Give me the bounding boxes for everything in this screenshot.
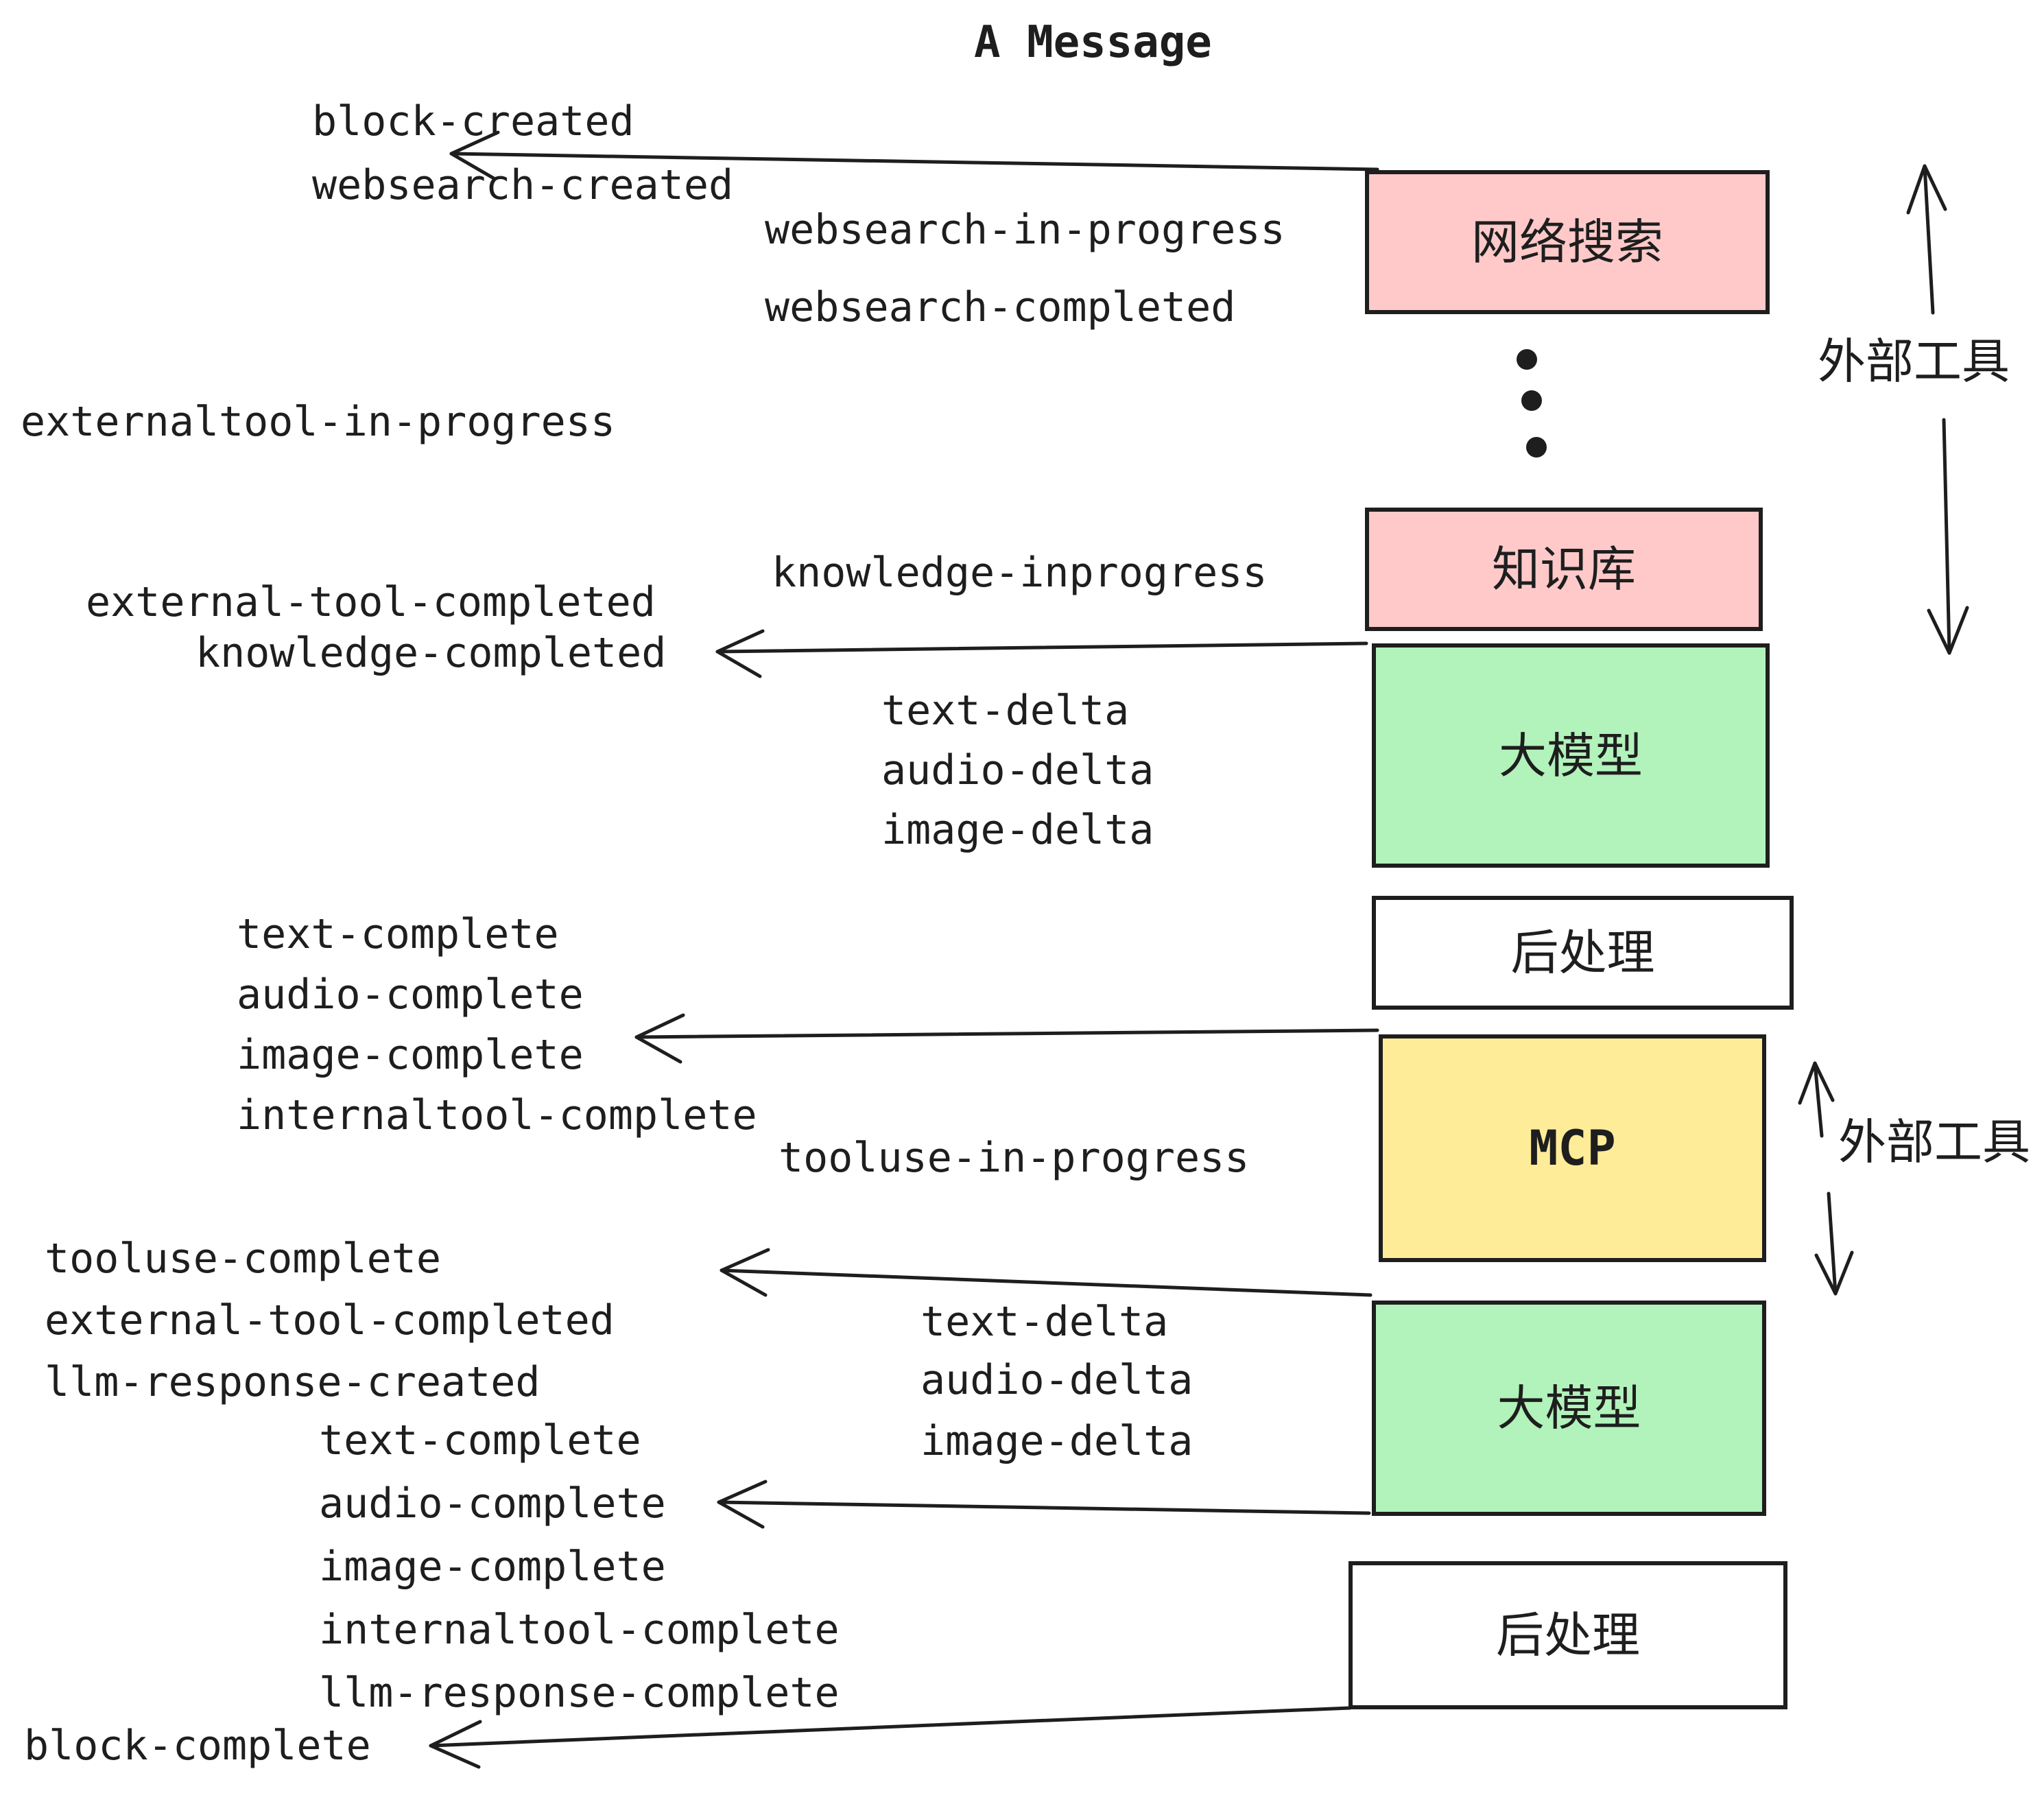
event-llm-response-created: llm-response-created — [45, 1358, 540, 1406]
external-tools-note-top: 外部工具 — [1818, 333, 2010, 390]
event-text-complete-2: text-complete — [319, 1416, 641, 1464]
event-audio-complete-2: audio-complete — [319, 1480, 666, 1528]
event-image-delta: image-delta — [881, 806, 1154, 854]
event-image-complete-2: image-complete — [319, 1543, 666, 1591]
event-external-tool-completed-2: external-tool-completed — [45, 1296, 615, 1344]
arrow-internal-complete — [634, 1013, 1379, 1064]
stage-box-llm-2: 大模型 — [1372, 1301, 1766, 1516]
event-internaltool-complete-2: internaltool-complete — [319, 1606, 840, 1654]
event-text-delta: text-delta — [881, 687, 1130, 735]
event-audio-complete: audio-complete — [237, 971, 584, 1019]
stage-box-postprocess-1: 后处理 — [1372, 896, 1794, 1010]
stage-box-postprocess-2: 后处理 — [1348, 1561, 1787, 1709]
stage-label-knowledge: 知识库 — [1492, 541, 1636, 597]
event-internaltool-complete: internaltool-complete — [237, 1091, 757, 1139]
event-block-created: block-created — [312, 97, 634, 145]
event-tooluse-complete: tooluse-complete — [45, 1235, 441, 1283]
event-image-complete: image-complete — [237, 1031, 584, 1079]
event-text-complete: text-complete — [237, 910, 559, 958]
arrow-tooluse-complete — [720, 1248, 1372, 1297]
external-tools-mcp-up-arrow — [1798, 1061, 1835, 1138]
stage-box-mcp: MCP — [1379, 1034, 1766, 1262]
event-knowledge-inprogress: knowledge-inprogress — [772, 549, 1268, 597]
stage-box-llm-1: 大模型 — [1372, 643, 1770, 868]
event-audio-delta: audio-delta — [881, 746, 1154, 794]
stage-label-postprocess-2: 后处理 — [1496, 1607, 1640, 1663]
event-block-complete: block-complete — [24, 1722, 371, 1770]
stage-label-websearch: 网络搜索 — [1471, 214, 1663, 270]
stage-label-mcp: MCP — [1529, 1120, 1616, 1176]
external-tools-mcp-down-arrow — [1814, 1191, 1854, 1296]
event-external-tool-completed: external-tool-completed — [86, 578, 656, 626]
event-externaltool-in-progress: externaltool-in-progress — [21, 398, 615, 446]
diagram-title: A Message — [974, 17, 1212, 68]
event-websearch-in-progress: websearch-in-progress — [765, 206, 1285, 254]
stage-label-llm-2: 大模型 — [1497, 1380, 1641, 1436]
stage-box-knowledge: 知识库 — [1365, 508, 1763, 631]
event-knowledge-completed: knowledge-completed — [195, 629, 667, 677]
event-audio-delta-2: audio-delta — [920, 1356, 1193, 1404]
ellipsis-dots — [1517, 349, 1547, 458]
arrow-llm-complete — [717, 1480, 1371, 1529]
stage-label-llm-1: 大模型 — [1499, 727, 1643, 784]
external-tools-down-arrow — [1927, 418, 1969, 655]
arrow-knowledge-completed — [715, 629, 1368, 678]
stage-box-websearch: 网络搜索 — [1365, 170, 1770, 314]
stage-label-postprocess-1: 后处理 — [1510, 925, 1655, 981]
event-image-delta-2: image-delta — [920, 1417, 1193, 1465]
event-websearch-completed: websearch-completed — [765, 283, 1236, 331]
event-llm-response-complete: llm-response-complete — [319, 1669, 840, 1717]
event-websearch-created: websearch-created — [312, 161, 734, 209]
external-tools-note-mcp: 外部工具 — [1838, 1114, 2030, 1170]
event-text-delta-2: text-delta — [920, 1298, 1169, 1346]
external-tools-up-arrow — [1906, 164, 1947, 315]
event-tooluse-in-progress: tooluse-in-progress — [779, 1134, 1250, 1182]
